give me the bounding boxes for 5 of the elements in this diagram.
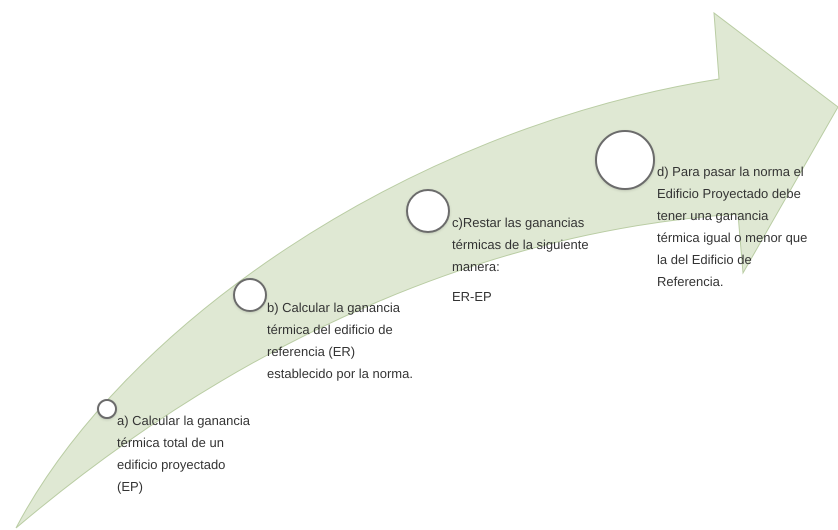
step-text: d) Para pasar la norma el Edificio Proyectado debe tener una ganancia térmica igual o menor que la del Edificio de Referencia. [657, 163, 808, 291]
step-text: c)Restar las ganancias térmicas de la siguiente manera: [452, 214, 590, 276]
step-text: a) Calcular la ganancia térmica total de un edificio proyectado (EP) [117, 412, 251, 496]
step-text: ER-EP [452, 288, 493, 306]
step-text: b) Calcular la ganancia térmica del edificio de referencia (ER) establecido por la norma. [267, 299, 414, 383]
